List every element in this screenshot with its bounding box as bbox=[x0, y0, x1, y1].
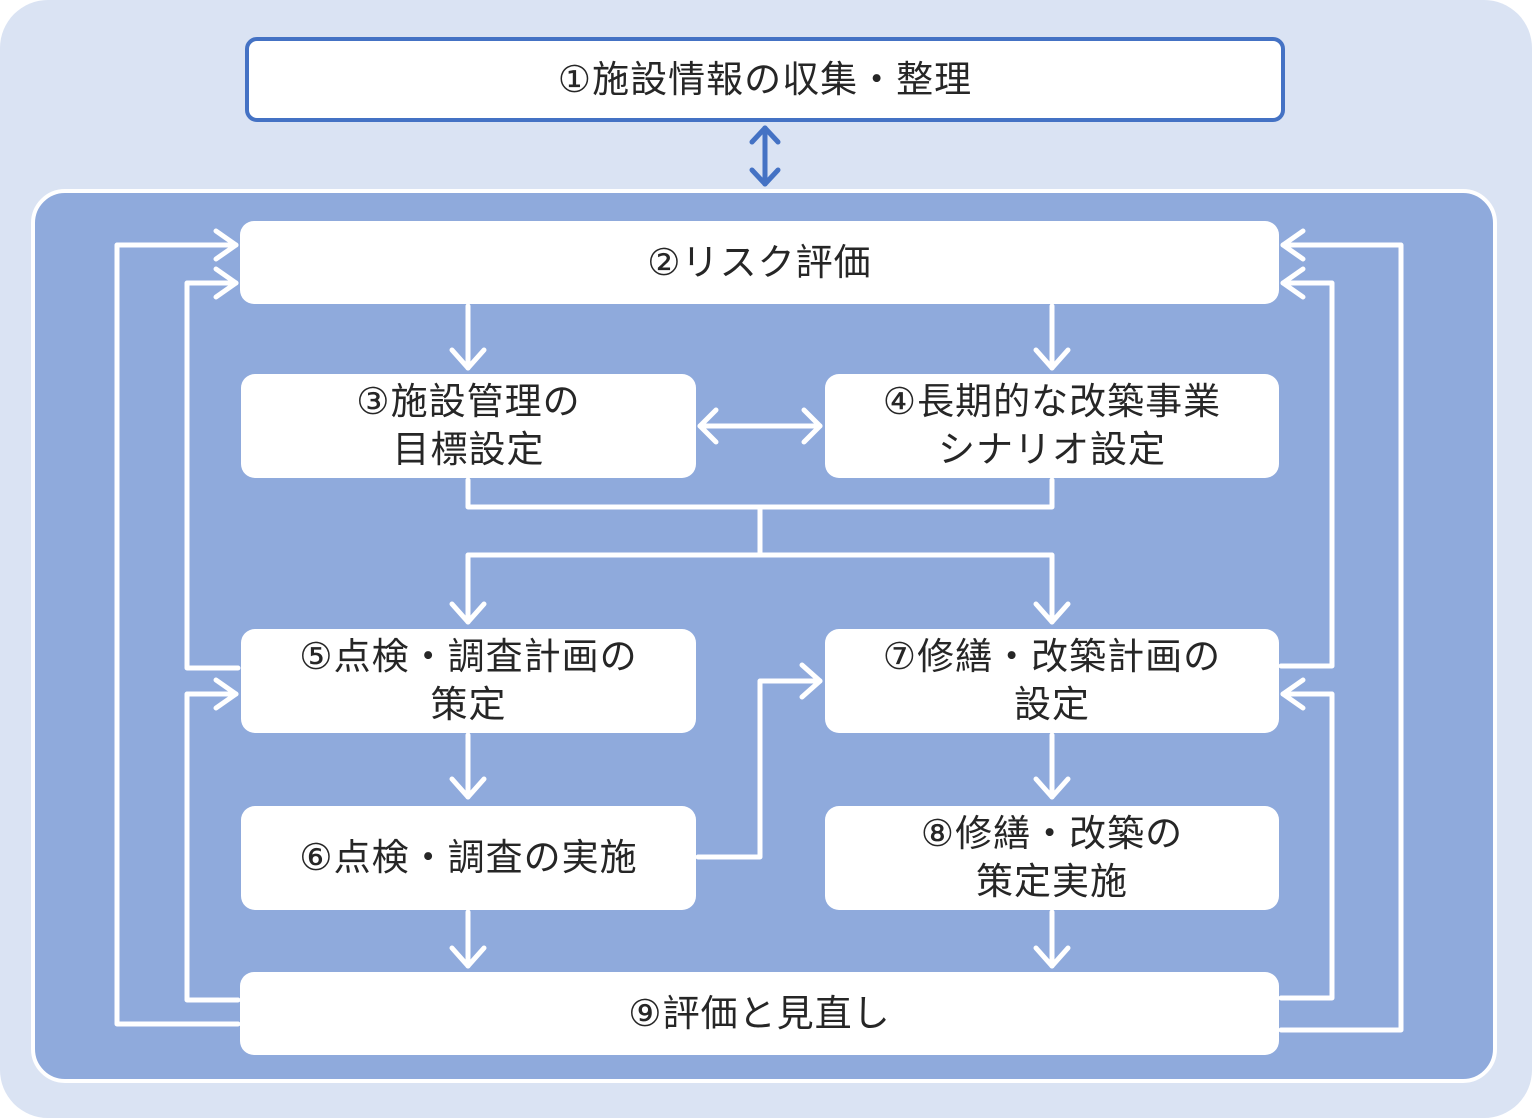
step-6-inspection-execution-box: ⑥点検・調査の実施 bbox=[241, 806, 696, 910]
step-4-renewal-scenario-box: ④長期的な改築事業 シナリオ設定 bbox=[825, 374, 1279, 478]
step-7-repair-plan-box: ⑦修繕・改築計画の 設定 bbox=[825, 629, 1279, 733]
step-3-label: ③施設管理の 目標設定 bbox=[356, 380, 581, 471]
step-3-management-goal-box: ③施設管理の 目標設定 bbox=[241, 374, 696, 478]
step-2-label: ②リスク評価 bbox=[647, 240, 872, 284]
step-6-label: ⑥点検・調査の実施 bbox=[299, 836, 638, 879]
step-9-evaluation-review-box: ⑨評価と見直し bbox=[240, 972, 1279, 1055]
step-8-label: ⑧修繕・改築の 策定実施 bbox=[920, 812, 1184, 903]
step-8-repair-execution-box: ⑧修繕・改築の 策定実施 bbox=[825, 806, 1279, 910]
step-1-facility-info-box: ①施設情報の収集・整理 bbox=[245, 37, 1285, 122]
step-5-inspection-plan-box: ⑤点検・調査計画の 策定 bbox=[241, 629, 696, 733]
step-1-label: ①施設情報の収集・整理 bbox=[557, 57, 973, 101]
step-7-label: ⑦修繕・改築計画の 設定 bbox=[882, 635, 1222, 726]
step-2-risk-assessment-box: ②リスク評価 bbox=[240, 221, 1279, 304]
step-9-label: ⑨評価と見直し bbox=[628, 991, 891, 1035]
step-4-label: ④長期的な改築事業 シナリオ設定 bbox=[882, 380, 1222, 471]
step-5-label: ⑤点検・調査計画の 策定 bbox=[299, 635, 638, 726]
